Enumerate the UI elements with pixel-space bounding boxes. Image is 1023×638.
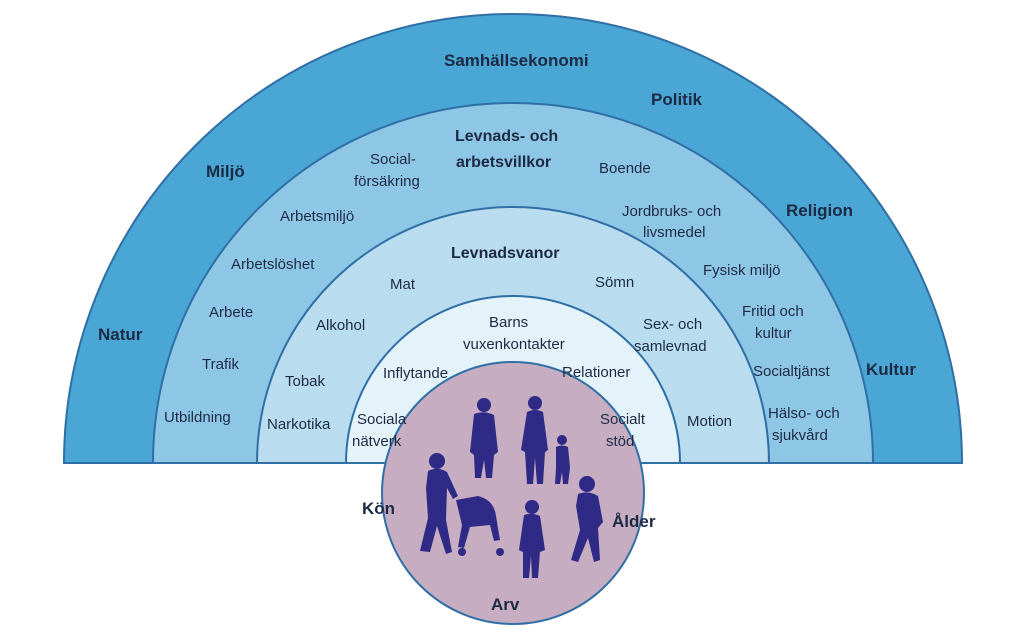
label-forsakring: försäkring	[354, 173, 420, 190]
label-stod: stöd	[606, 433, 634, 450]
label-levnads-och: Levnads- och	[455, 128, 558, 145]
label-natur: Natur	[98, 325, 143, 344]
label-religion: Religion	[786, 201, 853, 220]
label-jordbruks: Jordbruks- och	[622, 203, 721, 220]
label-arbetsvillkor: arbetsvillkor	[456, 154, 551, 171]
label-livsmedel: livsmedel	[643, 224, 706, 241]
woman-silhouette	[521, 396, 548, 484]
stroller-man-silhouette	[420, 453, 458, 554]
girl-silhouette	[519, 500, 545, 578]
label-fritid-och: Fritid och	[742, 303, 804, 320]
label-samlevnad: samlevnad	[634, 338, 707, 355]
man-silhouette	[470, 398, 498, 478]
label-tobak: Tobak	[285, 373, 326, 390]
label-socialtjanst: Socialtjänst	[753, 363, 831, 380]
label-trafik: Trafik	[202, 356, 239, 373]
label-vuxenkontakter: vuxenkontakter	[463, 336, 565, 353]
label-utbildning: Utbildning	[164, 409, 231, 426]
label-social: Social-	[370, 151, 416, 168]
label-sociala: Sociala	[357, 411, 407, 428]
child-silhouette	[555, 435, 570, 484]
label-sex-och: Sex- och	[643, 316, 702, 333]
label-fysisk-miljo: Fysisk miljö	[703, 262, 781, 279]
label-socialt: Socialt	[600, 411, 646, 428]
label-politik: Politik	[651, 90, 703, 109]
label-alkohol: Alkohol	[316, 317, 365, 334]
label-narkotika: Narkotika	[267, 416, 331, 433]
label-sjukvard: sjukvård	[772, 427, 828, 444]
label-barns: Barns	[489, 314, 528, 331]
label-motion: Motion	[687, 413, 732, 430]
label-samhallsekonomi: Samhällsekonomi	[444, 51, 589, 70]
label-arbetsmiljo: Arbetsmiljö	[280, 208, 354, 225]
label-arbetsloshet: Arbetslöshet	[231, 256, 315, 273]
label-inflytande: Inflytande	[383, 365, 448, 382]
label-mat: Mat	[390, 276, 416, 293]
label-kultur-small: kultur	[755, 325, 792, 342]
label-somn: Sömn	[595, 274, 634, 291]
core-circle	[381, 361, 645, 625]
label-natverk: nätverk	[352, 433, 402, 450]
label-levnadsvanor: Levnadsvanor	[451, 245, 559, 262]
boy-silhouette	[571, 476, 603, 562]
label-arv: Arv	[491, 595, 520, 614]
stroller-silhouette	[456, 496, 504, 556]
label-relationer: Relationer	[562, 364, 630, 381]
label-halso-och: Hälso- och	[768, 405, 840, 422]
label-kultur: Kultur	[866, 360, 916, 379]
label-alder: Ålder	[612, 512, 656, 531]
label-arbete: Arbete	[209, 304, 253, 321]
people-silhouettes	[420, 396, 603, 578]
label-boende: Boende	[599, 160, 651, 177]
label-miljo: Miljö	[206, 162, 245, 181]
label-kon: Kön	[362, 499, 395, 518]
